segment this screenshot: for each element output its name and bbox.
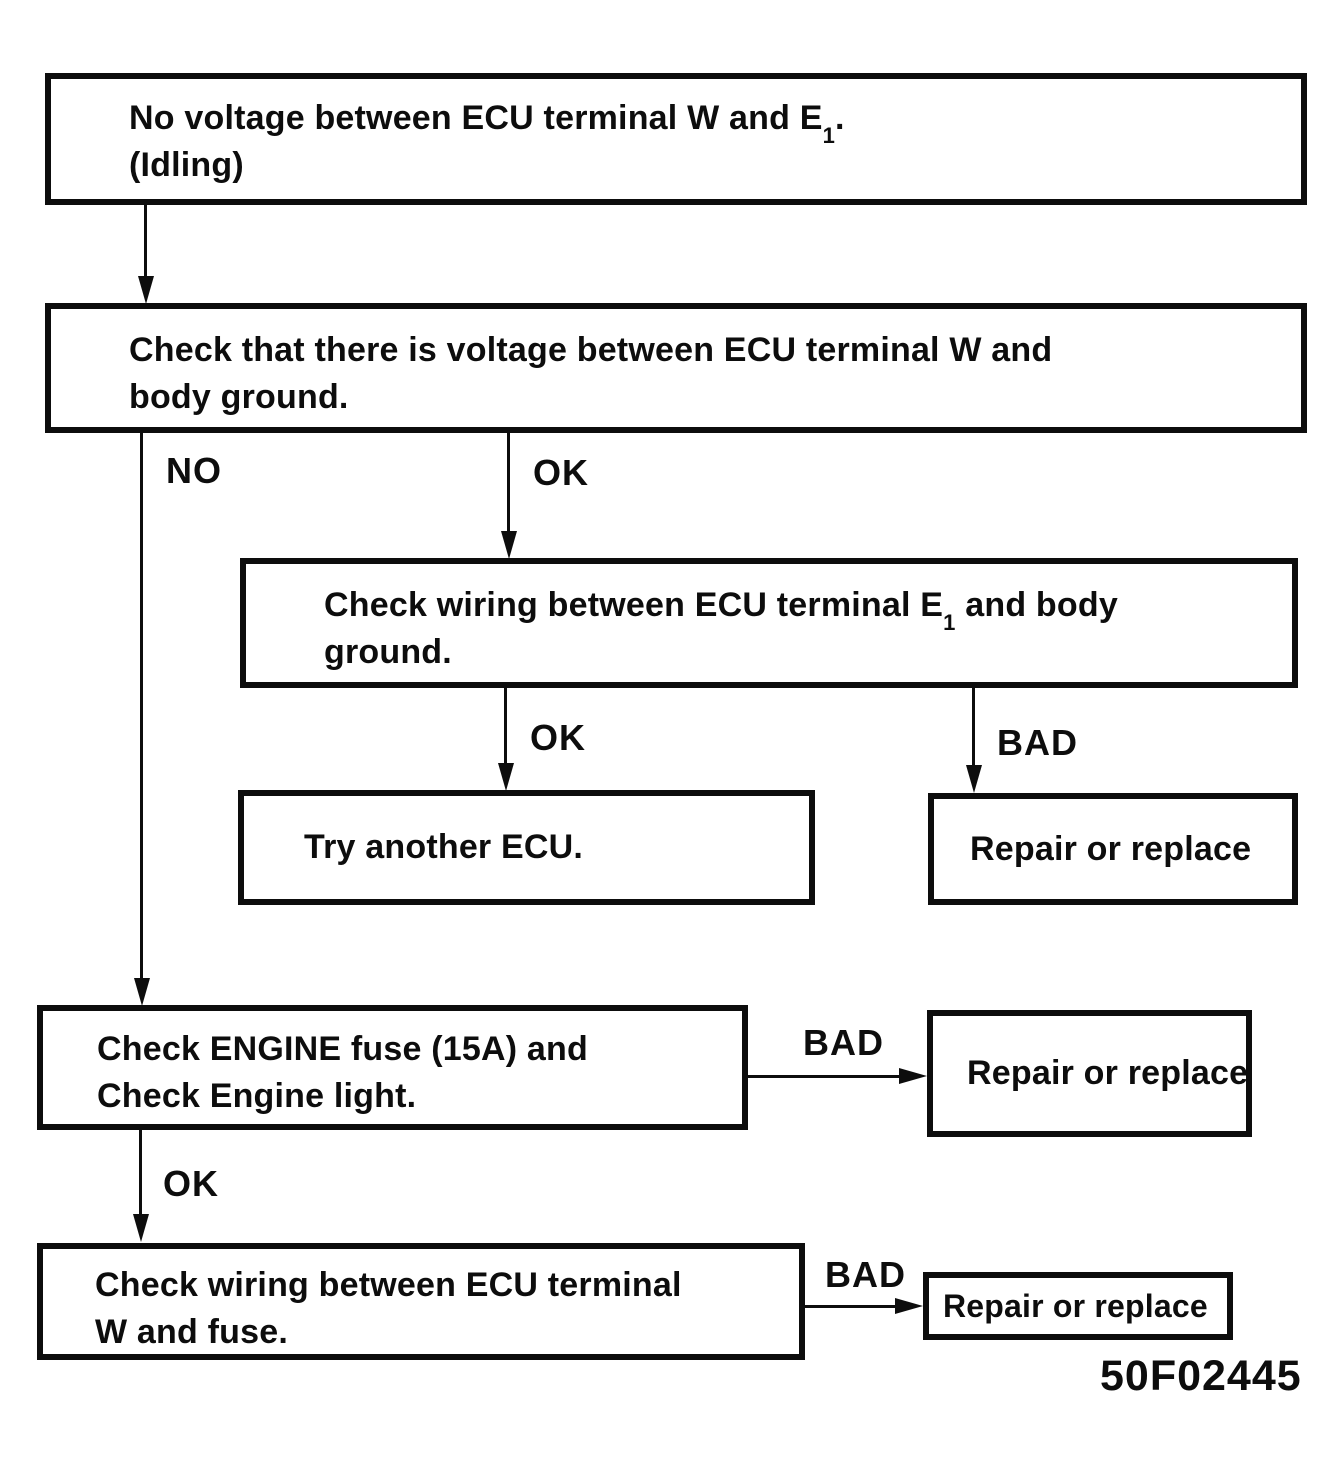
flow-box-check-voltage-line2: body ground. <box>129 378 349 416</box>
flow-box-start-line2: (Idling) <box>129 146 244 184</box>
connector-bad-to-repair-middle <box>748 1075 900 1078</box>
flow-box-check-wiring-e1-line2: ground. <box>324 633 452 671</box>
arrow-down-icon <box>501 531 517 559</box>
flow-box-check-wiring-w: Check wiring between ECU terminal W and … <box>37 1243 805 1360</box>
arrow-down-icon <box>966 765 982 793</box>
connector-ok-to-try-ecu <box>504 688 507 764</box>
flow-box-check-voltage: Check that there is voltage between ECU … <box>45 303 1307 433</box>
flow-box-repair-bottom-line1: Repair or replace <box>943 1287 1208 1324</box>
subscript-1: 1 <box>943 609 956 635</box>
connector-ok-to-check-wiring-w <box>139 1130 142 1215</box>
connector-no-branch <box>140 433 143 981</box>
flow-box-check-engine-fuse-line1: Check ENGINE fuse (15A) and <box>97 1030 588 1068</box>
flow-box-try-another-ecu: Try another ECU. <box>238 790 815 905</box>
connector-ok-to-check-wiring-e1 <box>507 433 510 535</box>
edge-label-bad-2: BAD <box>803 1022 884 1063</box>
edge-label-no: NO <box>166 450 222 491</box>
flow-box-check-wiring-w-line1: Check wiring between ECU terminal <box>95 1266 682 1304</box>
edge-label-bad-3: BAD <box>825 1254 906 1295</box>
arrow-down-icon <box>498 763 514 791</box>
edge-label-ok-3: OK <box>163 1163 219 1204</box>
flow-box-repair-top: Repair or replace <box>928 793 1298 905</box>
connector-bad-to-repair-bottom <box>805 1305 897 1308</box>
flow-box-check-engine-fuse: Check ENGINE fuse (15A) and Check Engine… <box>37 1005 748 1130</box>
flow-box-check-wiring-e1: Check wiring between ECU terminal E1 and… <box>240 558 1298 688</box>
flow-box-start-line1: No voltage between ECU terminal W and E1… <box>129 99 845 148</box>
arrow-down-icon <box>133 1214 149 1242</box>
subscript-1: 1 <box>822 122 836 148</box>
edge-label-ok-2: OK <box>530 717 586 758</box>
edge-label-ok-1: OK <box>533 452 589 493</box>
flow-box-check-voltage-line1: Check that there is voltage between ECU … <box>129 331 1053 369</box>
flow-box-try-another-ecu-line1: Try another ECU. <box>304 828 584 866</box>
arrow-down-icon <box>134 978 150 1006</box>
arrow-down-icon <box>138 276 154 304</box>
arrow-right-icon <box>899 1068 927 1084</box>
flow-box-check-wiring-w-line2: W and fuse. <box>95 1313 288 1351</box>
flow-box-start: No voltage between ECU terminal W and E1… <box>45 73 1307 205</box>
flow-box-repair-middle: Repair or replace <box>927 1010 1252 1137</box>
flow-box-check-wiring-e1-line1: Check wiring between ECU terminal E1 and… <box>324 586 1118 635</box>
arrow-right-icon <box>895 1298 923 1314</box>
connector-start-to-check-voltage <box>144 205 147 279</box>
connector-bad-to-repair-top <box>972 688 975 766</box>
flow-box-repair-bottom: Repair or replace <box>923 1272 1233 1340</box>
figure-id: 50F02445 <box>1100 1352 1302 1400</box>
flow-box-repair-middle-line1: Repair or replace <box>967 1054 1249 1092</box>
flow-box-check-engine-fuse-line2: Check Engine light. <box>97 1077 417 1115</box>
flow-box-repair-top-line1: Repair or replace <box>970 829 1252 868</box>
edge-label-bad-1: BAD <box>997 722 1078 763</box>
